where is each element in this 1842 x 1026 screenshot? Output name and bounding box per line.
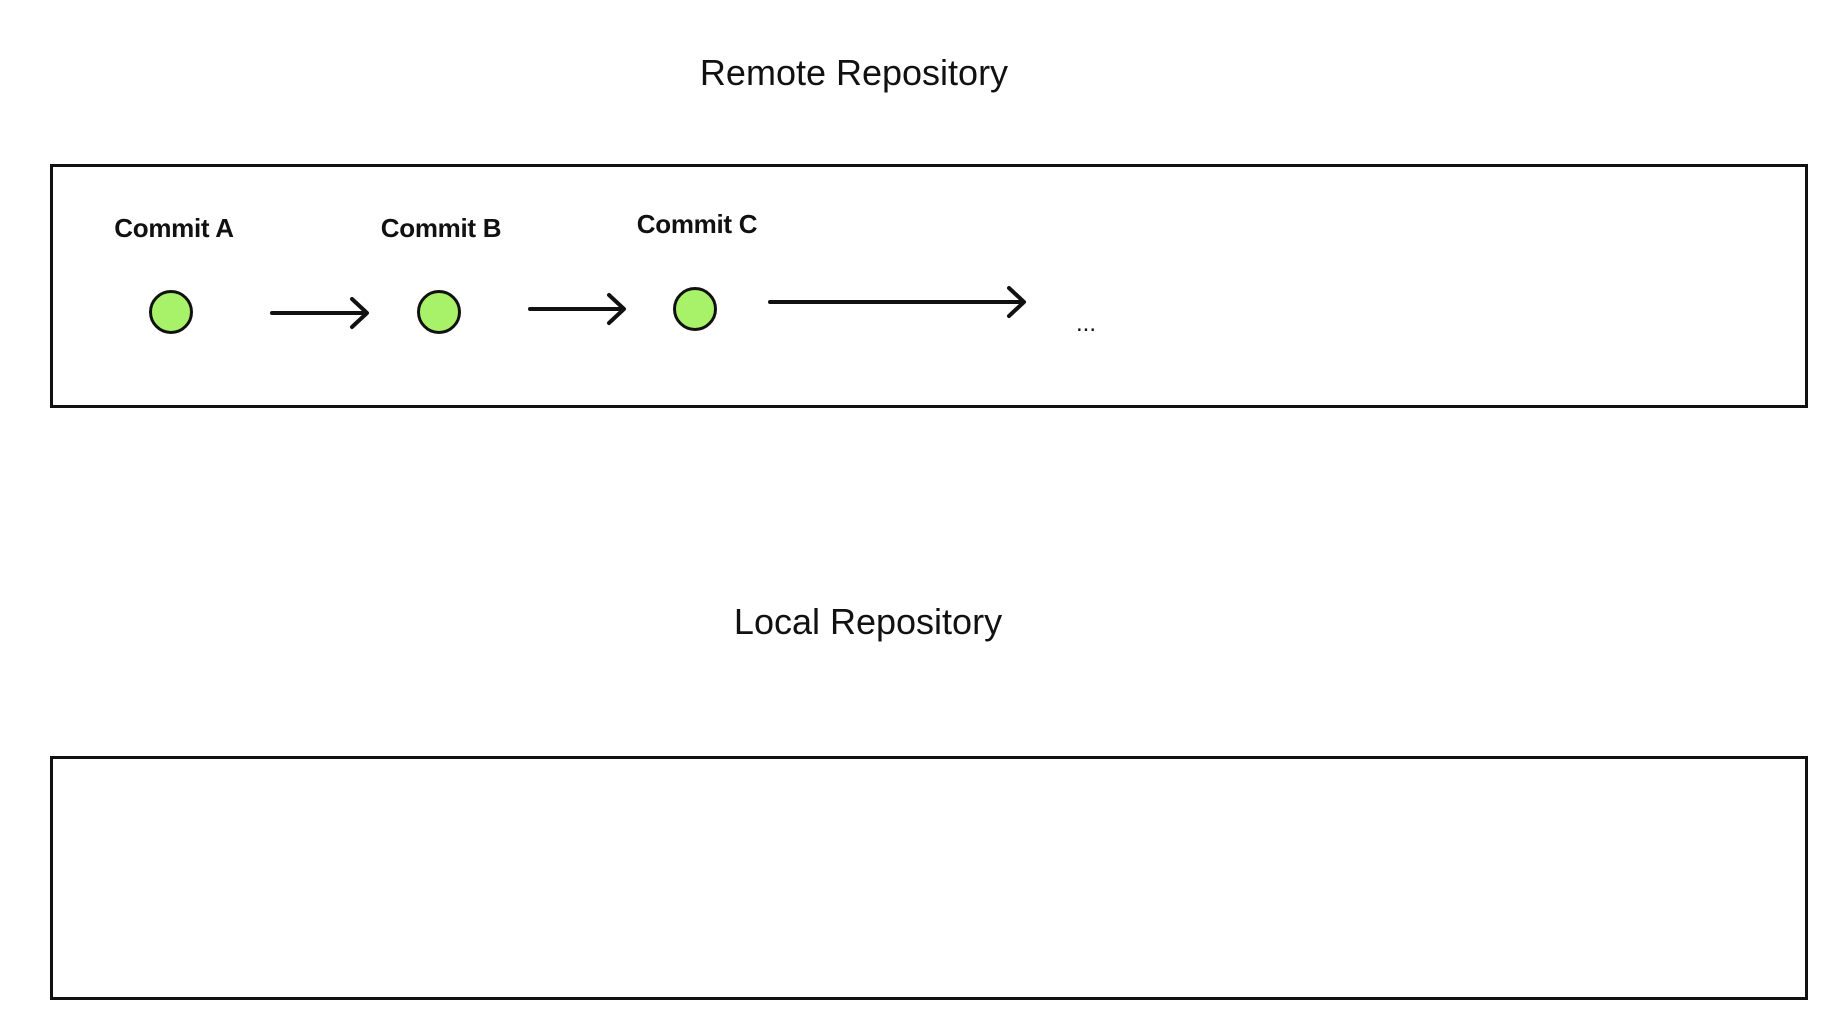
remote-repository-title: Remote Repository bbox=[699, 52, 1009, 93]
local-repository-title: Local Repository bbox=[733, 601, 1003, 642]
arrow-c-to-more bbox=[768, 286, 1026, 318]
arrow-a-to-b bbox=[270, 297, 369, 329]
arrow-b-to-c bbox=[528, 293, 626, 325]
continuation-ellipsis: ... bbox=[1075, 310, 1097, 337]
remote-repository-box bbox=[50, 164, 1808, 408]
commit-a-node bbox=[149, 290, 193, 334]
commit-c-label: Commit C bbox=[636, 209, 758, 239]
commit-b-label: Commit B bbox=[380, 213, 502, 243]
commit-c-node bbox=[673, 287, 717, 331]
commit-a-label: Commit A bbox=[114, 213, 234, 243]
local-repository-box bbox=[50, 756, 1808, 1000]
commit-b-node bbox=[417, 290, 461, 334]
